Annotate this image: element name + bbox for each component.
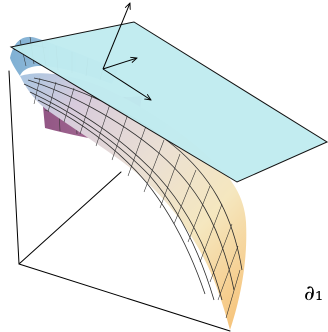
tangent-vector-right: [102, 58, 137, 70]
diagonal-axis: [18, 171, 122, 265]
tangent-plane-quad: [9, 21, 328, 183]
curved-surface-mesh: [20, 73, 247, 331]
vertical-axis: [8, 70, 20, 265]
depth-axis: [18, 263, 231, 332]
tangent-plane: [9, 21, 328, 183]
tangent-vector-up: [102, 3, 130, 70]
tangent-vector-down: [102, 68, 151, 100]
tangent-vectors: [102, 3, 151, 100]
axis-label-partial-1: ∂₁: [304, 281, 324, 305]
coordinate-axes: [8, 70, 231, 332]
surface-front-grid-cross: [33, 77, 241, 319]
